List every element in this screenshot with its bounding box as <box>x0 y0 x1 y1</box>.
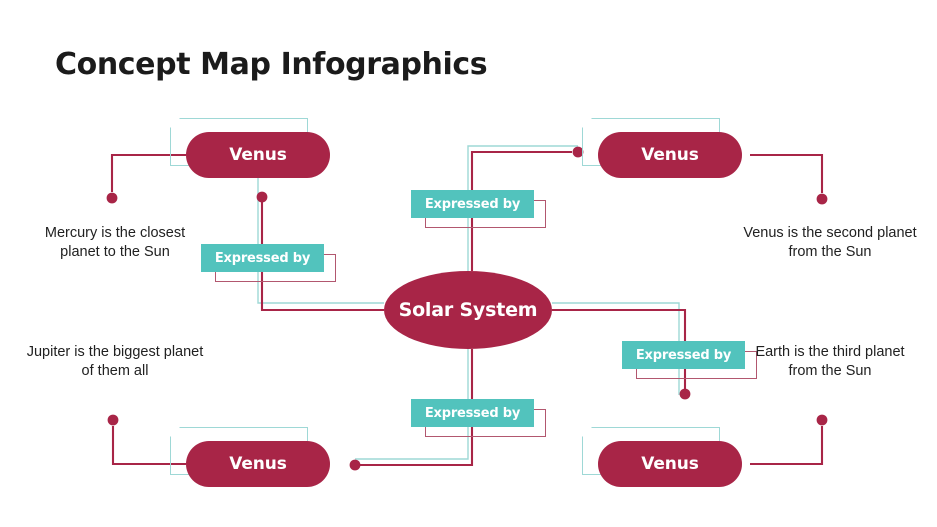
dot-center-top-right <box>572 146 584 158</box>
dot-center-bottom-left <box>349 459 361 471</box>
node-pill[interactable]: Venus <box>186 132 330 178</box>
chip-label: Expressed by <box>424 405 521 421</box>
node-top-left[interactable]: Venus <box>170 118 330 178</box>
wire-center-to-bottom-left <box>360 349 474 467</box>
caption-venus: Venus is the second planet from the Sun <box>743 225 917 260</box>
node-bottom-left[interactable]: Venus <box>170 427 330 487</box>
caption-jupiter: Jupiter is the biggest planet of them al… <box>26 344 204 379</box>
wire-center-to-top-right <box>470 150 572 271</box>
dot-caption-earth <box>816 414 828 426</box>
wire-center-to-top-left <box>260 196 384 312</box>
caption-mercury: Mercury is the closest planet to the Sun <box>44 225 186 260</box>
wire-top-left-node-to-caption <box>110 153 186 192</box>
chip-top-right[interactable]: Expressed by <box>411 190 546 228</box>
central-node-label: Solar System <box>398 299 538 321</box>
teal-line-bottom-left <box>355 349 469 460</box>
dot-caption-jupiter <box>107 414 119 426</box>
node-label: Venus <box>229 145 287 165</box>
chip-label: Expressed by <box>635 347 732 363</box>
chip-box[interactable]: Expressed by <box>201 244 324 272</box>
node-label: Venus <box>641 145 699 165</box>
wire-top-right-node-to-caption <box>750 153 824 193</box>
dot-caption-mercury <box>106 192 118 204</box>
caption-earth: Earth is the third planet from the Sun <box>755 344 905 379</box>
chip-box[interactable]: Expressed by <box>411 190 534 218</box>
node-pill[interactable]: Venus <box>598 132 742 178</box>
wire-bottom-left-node-to-caption <box>111 426 186 466</box>
chip-label: Expressed by <box>214 250 311 266</box>
chip-bottom-right[interactable]: Expressed by <box>622 341 757 379</box>
node-bottom-right[interactable]: Venus <box>582 427 742 487</box>
node-top-right[interactable]: Venus <box>582 118 742 178</box>
node-label: Venus <box>641 454 699 474</box>
dot-caption-venus <box>816 193 828 205</box>
node-pill[interactable]: Venus <box>598 441 742 487</box>
node-label: Venus <box>229 454 287 474</box>
endpoint-dots <box>106 146 828 471</box>
dot-center-top-left <box>256 191 268 203</box>
teal-line-top-left <box>257 152 384 304</box>
chip-box[interactable]: Expressed by <box>411 399 534 427</box>
chip-box[interactable]: Expressed by <box>622 341 745 369</box>
dot-center-bottom-right <box>679 388 691 400</box>
node-pill[interactable]: Venus <box>186 441 330 487</box>
chip-label: Expressed by <box>424 196 521 212</box>
page-title: Concept Map Infographics <box>55 47 488 82</box>
wire-bottom-right-node-to-caption <box>750 426 824 466</box>
chip-bottom-left[interactable]: Expressed by <box>411 399 546 437</box>
central-node-solar-system[interactable]: Solar System <box>384 271 552 349</box>
teal-line-top-right <box>467 145 578 271</box>
chip-top-left[interactable]: Expressed by <box>201 244 336 282</box>
